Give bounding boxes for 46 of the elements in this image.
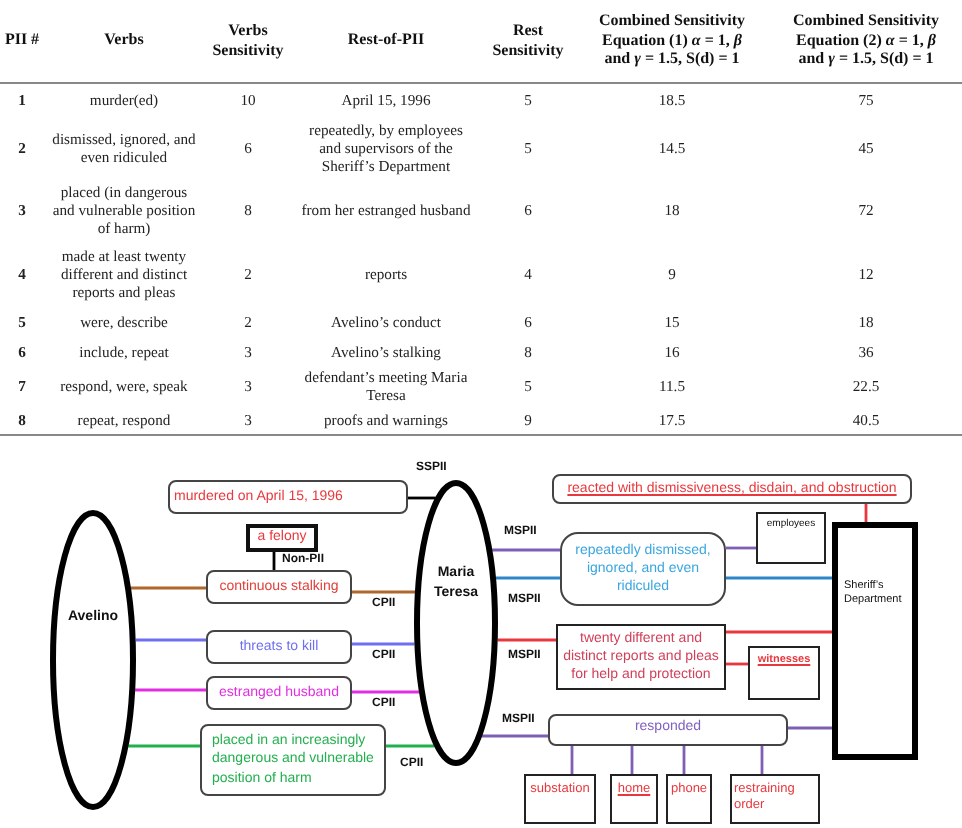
entity-box <box>246 524 318 552</box>
connector-line <box>726 630 832 634</box>
connector-line <box>788 726 832 730</box>
connector-line <box>495 576 560 580</box>
entity-box <box>666 774 712 824</box>
connector-line <box>386 744 435 748</box>
connector-line <box>570 746 574 774</box>
connector-line <box>128 744 200 748</box>
connector-line <box>408 496 436 500</box>
rounded-box <box>206 676 352 710</box>
rounded-box <box>548 714 788 746</box>
connector-line <box>760 746 764 774</box>
rounded-box <box>206 570 352 604</box>
connector-line <box>682 746 686 774</box>
connector-line <box>130 586 206 590</box>
connector-line <box>726 546 756 550</box>
connector-line <box>352 642 415 646</box>
connector-line <box>135 688 206 692</box>
rounded-box <box>552 474 912 504</box>
connector-line <box>492 548 560 552</box>
column-header: Combined Sensitivity Equation (2) α = 1, β and γ = 1.5, S(d) = 1 <box>790 11 942 69</box>
entity-box <box>730 774 820 824</box>
entity-box <box>610 774 658 824</box>
column-header: PII # <box>4 30 40 50</box>
connector-line <box>726 662 748 666</box>
rounded-box <box>200 724 386 796</box>
column-header: Verbs <box>104 30 144 50</box>
connector-line <box>135 638 206 642</box>
connector-line <box>352 690 420 694</box>
column-header: Combined Sensitivity Equation (1) α = 1, β and γ = 1.5, S(d) = 1 <box>596 11 748 69</box>
rounded-box <box>560 532 726 606</box>
connector-line <box>497 638 556 642</box>
connector-line <box>630 746 634 774</box>
connector-line <box>352 590 415 594</box>
entity-box <box>524 774 596 824</box>
rounded-box <box>168 480 408 514</box>
rounded-box <box>206 630 352 664</box>
column-header: Rest Sensitivity <box>490 20 566 60</box>
entity-box <box>756 512 826 564</box>
connector-line <box>481 734 548 738</box>
column-header: Verbs Sensitivity <box>210 20 286 60</box>
entity-ellipse <box>50 510 136 810</box>
entity-box <box>748 646 820 700</box>
column-header: Rest-of-PII <box>347 30 425 50</box>
entity-box <box>832 522 918 760</box>
connector-line <box>726 576 832 580</box>
